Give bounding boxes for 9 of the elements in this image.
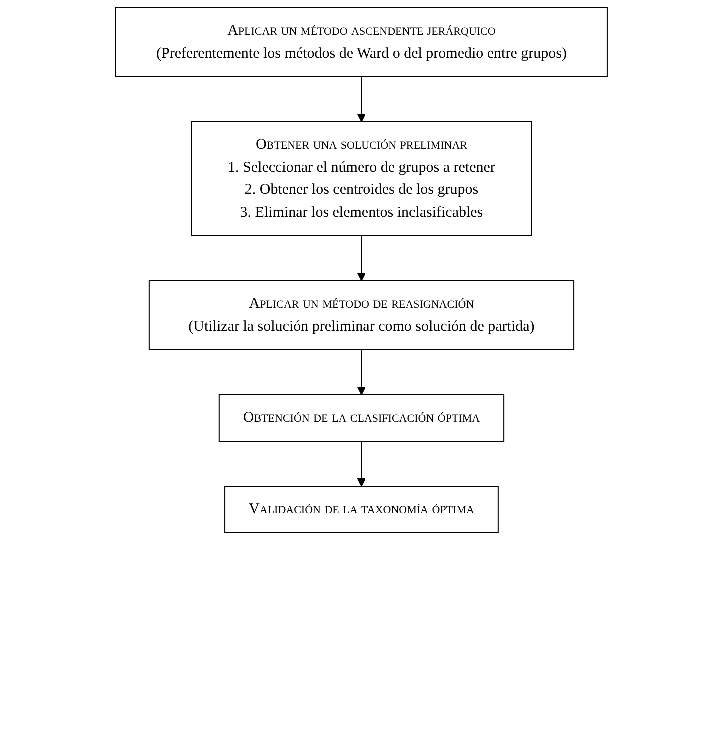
node-box: Aplicar un método ascendente jerárquico (Preferentemente los métodos de Ward o del promedio entre grupos) — [116, 8, 608, 78]
arrow — [358, 236, 366, 282]
node-box: Aplicar un método de reasignación (Utilizar la solución preliminar como solución de partida) — [149, 280, 575, 350]
node-box: Obtener una solución preliminar 1. Seleccionar el número de grupos a retener 2. Obtener los centroides de los grupos 3. Eliminar los elementos inclasificables — [191, 122, 533, 236]
arrow — [358, 441, 366, 487]
arrow — [358, 76, 366, 122]
node-box: Validación de la taxonomía óptima — [224, 486, 500, 534]
arrow — [358, 350, 366, 396]
node-box: Obtención de la clasificación óptima — [219, 394, 505, 442]
